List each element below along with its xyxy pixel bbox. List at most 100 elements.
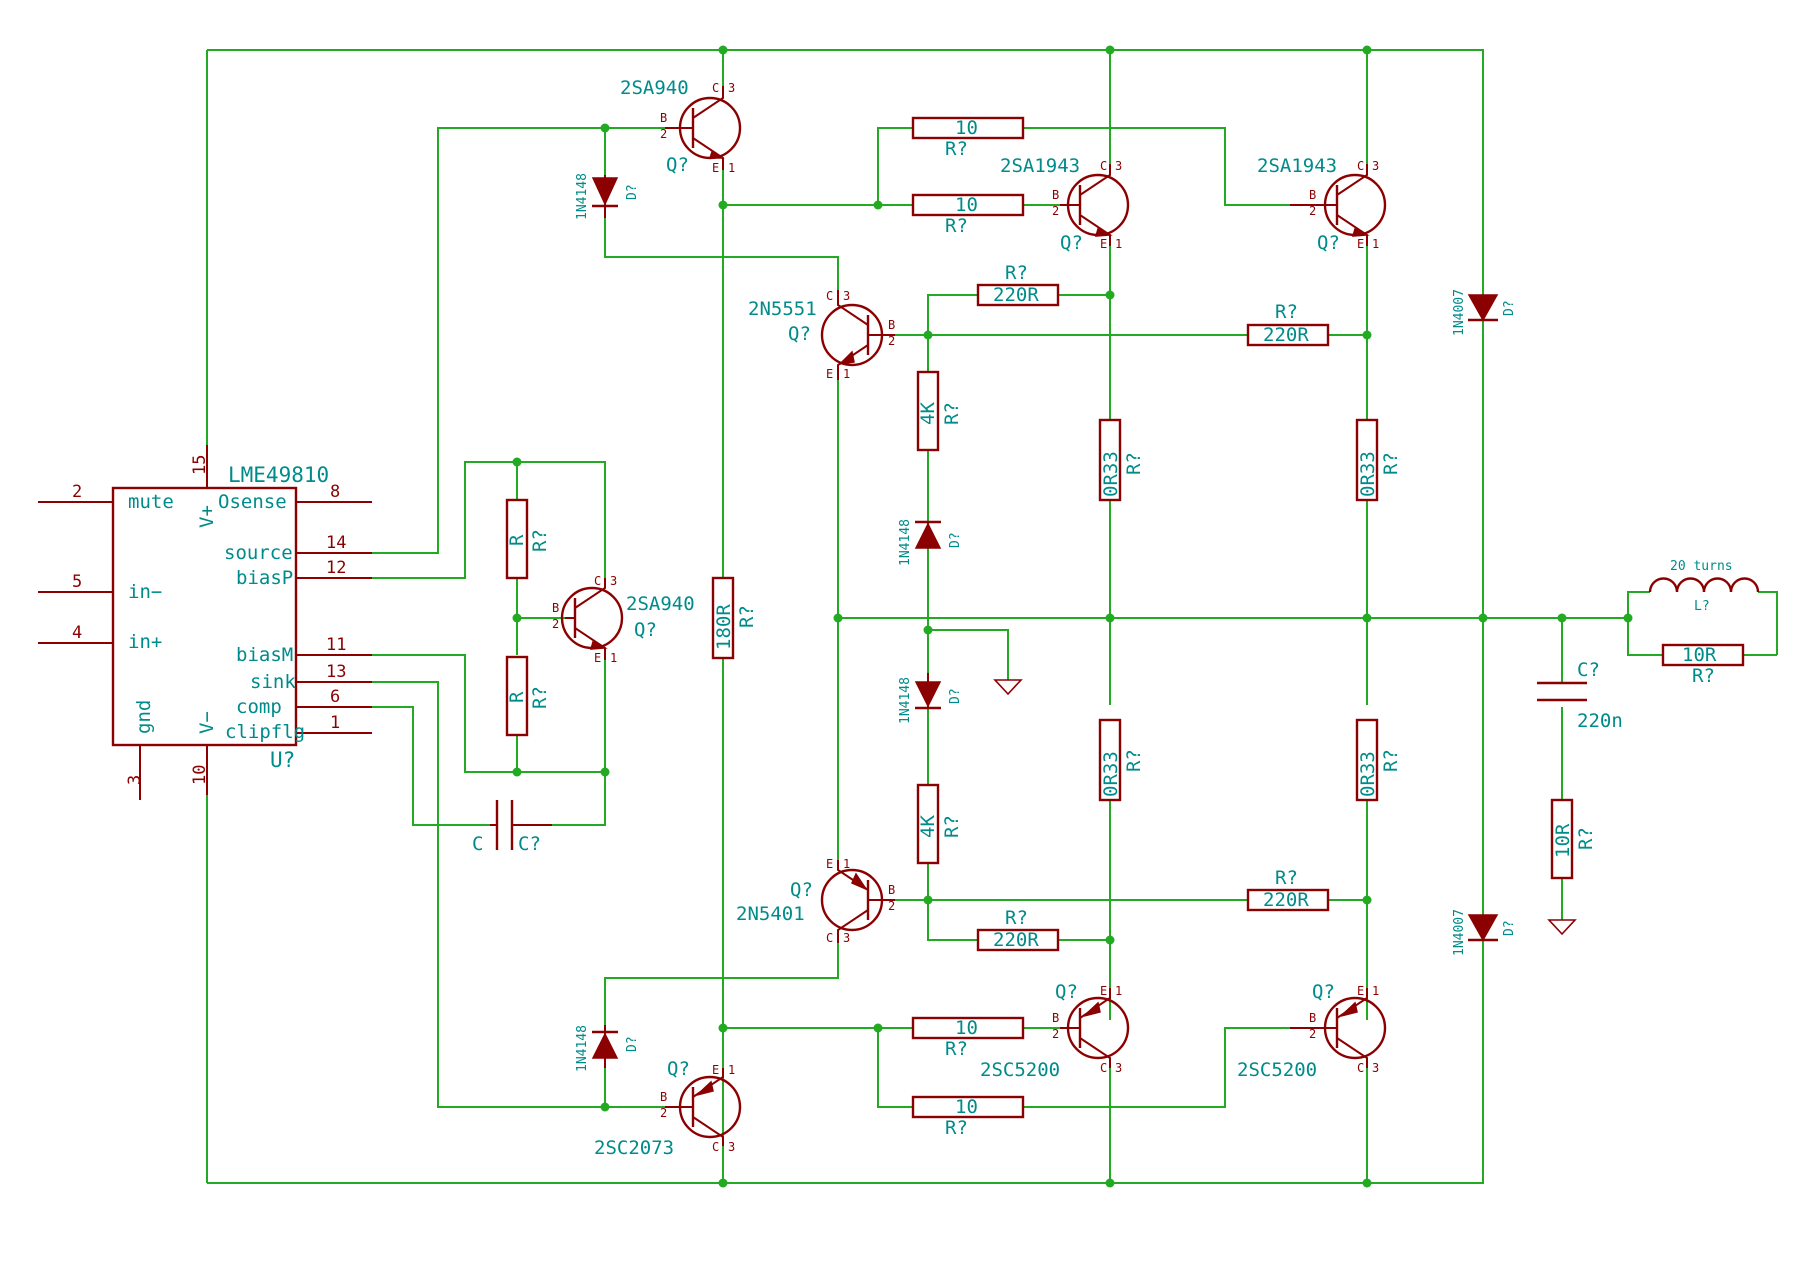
ic-pin-label-in-plus: in+ bbox=[128, 631, 162, 653]
wire-top-base-split bbox=[877, 127, 913, 205]
ic-pin-num-biasM: 11 bbox=[326, 635, 346, 655]
resistor-10r-output: 10R R? bbox=[1661, 643, 1745, 687]
junction-dot bbox=[1105, 290, 1115, 300]
resistor-body bbox=[911, 193, 1025, 217]
transistor-ref: Q? bbox=[1317, 232, 1340, 254]
pin-letter: C bbox=[1357, 159, 1364, 173]
pin-number: 3 bbox=[1115, 159, 1122, 173]
transistor-ref: Q? bbox=[634, 619, 657, 641]
wire-biasP bbox=[372, 461, 606, 585]
transistor-2n5401: Q? 2N5401 B 2 E 1 C 3 bbox=[736, 857, 895, 945]
resistor-ref: R? bbox=[945, 1117, 968, 1139]
resistor-value: 10R bbox=[1682, 644, 1717, 666]
resistor-value: 0R33 bbox=[1357, 751, 1379, 797]
diode-1n4007-bot: 1N4007 D? bbox=[1452, 909, 1517, 956]
resistor-0r33-b-bot: 0R33 R? bbox=[1355, 718, 1402, 802]
junction-dot bbox=[1362, 330, 1372, 340]
resistor-10-bot-a: 10 R? bbox=[911, 1016, 1025, 1060]
junction-dot bbox=[923, 895, 933, 905]
resistor-ref: R? bbox=[1380, 749, 1402, 772]
resistor-bias-bot: R R? bbox=[505, 655, 551, 737]
diode-ref: D? bbox=[1502, 300, 1517, 316]
resistor-220r-top-a: 220R R? bbox=[976, 262, 1060, 307]
emitter-arrow bbox=[851, 872, 869, 891]
resistor-ref: R? bbox=[1005, 262, 1028, 284]
transistor-part: 2SA1943 bbox=[1257, 155, 1337, 177]
transistor-ref: Q? bbox=[1060, 232, 1083, 254]
pin-letter: B bbox=[1309, 1011, 1316, 1025]
ic-pin-num-source: 14 bbox=[326, 533, 346, 553]
resistor-body bbox=[711, 576, 735, 660]
transistor-2sc5200-a: Q? 2SC5200 B 2 E 1 C 3 bbox=[980, 981, 1130, 1081]
ground-symbol-zobel bbox=[1547, 919, 1577, 936]
inductor-coil bbox=[1648, 577, 1760, 593]
resistor-ref: R? bbox=[1575, 827, 1597, 850]
junction-dot bbox=[600, 767, 610, 777]
resistor-value: 10 bbox=[955, 117, 978, 139]
capacitor-ref: C? bbox=[1577, 659, 1600, 681]
junction-dot bbox=[873, 200, 883, 210]
resistor-body bbox=[976, 283, 1060, 307]
transistor-part: 2SA940 bbox=[620, 77, 689, 99]
emitter-arrow bbox=[1094, 227, 1113, 237]
ic-pin-label-in-minus: in− bbox=[128, 581, 162, 603]
resistor-value: 10 bbox=[955, 1096, 978, 1118]
inductor-value: 20 turns bbox=[1670, 559, 1733, 574]
resistor-ref: R? bbox=[1123, 452, 1145, 475]
junction-dot bbox=[512, 767, 522, 777]
pin-number: 1 bbox=[728, 161, 735, 175]
capacitor-comp: C C? bbox=[472, 800, 552, 855]
pin-letter: E bbox=[826, 857, 833, 871]
resistor-value: 0R33 bbox=[1357, 451, 1379, 497]
ground-symbol-center bbox=[993, 679, 1023, 696]
pin-letter: C bbox=[594, 574, 601, 588]
ic-pin-num-vplus: 15 bbox=[190, 455, 210, 475]
resistor-ref: R? bbox=[1692, 665, 1715, 687]
ground-icon bbox=[1547, 919, 1577, 936]
pin-letter: E bbox=[826, 367, 833, 381]
resistor-value: 220R bbox=[993, 284, 1039, 306]
resistor-ref: R? bbox=[945, 138, 968, 160]
pin-number: 3 bbox=[1372, 159, 1379, 173]
resistor-0r33-a-bot: 0R33 R? bbox=[1098, 718, 1145, 802]
diode-part: 1N4148 bbox=[575, 173, 590, 220]
transistor-part: 2N5551 bbox=[748, 298, 817, 320]
pin-number: 3 bbox=[843, 289, 850, 303]
transistor-2sc2073: Q? 2SC2073 B 2 E 1 C 3 bbox=[594, 1058, 742, 1159]
capacitor-zobel: C? 220n bbox=[1537, 659, 1623, 732]
ic-pin-label-vminus: V− bbox=[196, 711, 218, 734]
resistor-body bbox=[505, 655, 529, 737]
ic-pin-num-vminus: 10 bbox=[190, 765, 210, 785]
resistor-bias-top: R R? bbox=[505, 498, 551, 580]
inductor-ref: L? bbox=[1694, 599, 1710, 614]
wire-r10a-to-base bbox=[1023, 127, 1290, 206]
resistor-ref: R? bbox=[1123, 749, 1145, 772]
pin-number: 1 bbox=[728, 1063, 735, 1077]
diode-part: 1N4148 bbox=[898, 677, 913, 724]
resistor-value: 0R33 bbox=[1100, 451, 1122, 497]
pin-letter: E bbox=[712, 1063, 719, 1077]
resistor-body bbox=[1355, 418, 1379, 502]
wire-top-rail bbox=[207, 49, 1484, 295]
wire-bias-emitter bbox=[552, 652, 606, 826]
pin-number: 2 bbox=[888, 334, 895, 348]
wire-220-top-a bbox=[927, 294, 978, 335]
pin-number: 3 bbox=[610, 574, 617, 588]
wire-sink bbox=[372, 681, 605, 1108]
transistor-2sa940-top: 2SA940 Q? B 2 C 3 E 1 bbox=[620, 77, 742, 176]
wire-comp bbox=[372, 706, 490, 826]
resistor-body bbox=[911, 116, 1025, 140]
pin-number: 3 bbox=[1115, 1061, 1122, 1075]
pin-number: 1 bbox=[1372, 984, 1379, 998]
pin-letter: E bbox=[1100, 984, 1107, 998]
ic-pin-label-vplus: V+ bbox=[196, 505, 218, 528]
inductor-output: 20 turns L? bbox=[1648, 559, 1760, 614]
transistor-part: 2SA1943 bbox=[1000, 155, 1080, 177]
resistor-value: 180R bbox=[713, 604, 735, 650]
pin-number: 2 bbox=[1052, 1027, 1059, 1041]
resistor-value: 220R bbox=[1263, 324, 1309, 346]
diode-ref: D? bbox=[625, 184, 640, 200]
resistor-ref: R? bbox=[945, 215, 968, 237]
junction-dot bbox=[1362, 613, 1372, 623]
